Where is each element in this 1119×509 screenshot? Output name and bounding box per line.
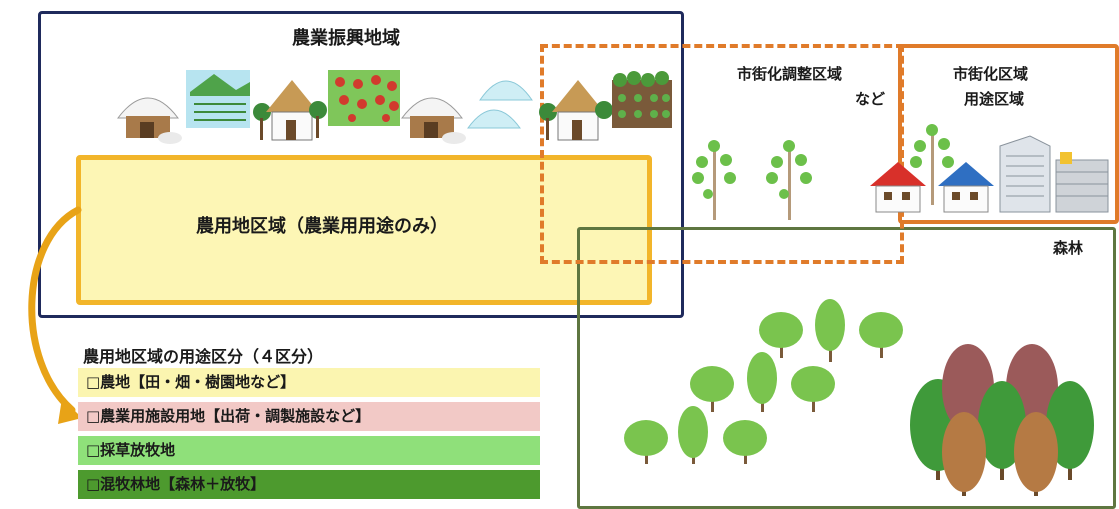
farmland-zone: [76, 155, 652, 305]
conifer-tree-icon: [678, 406, 708, 464]
category-farmland: □農地【田・畑・樹園地など】: [78, 368, 540, 397]
categories-title: 農用地区域の用途区分（４区分）: [83, 347, 324, 366]
category-pasture: □採草放牧地: [78, 436, 540, 465]
conifer-tree-icon: [747, 352, 777, 412]
farmland-label: 農用地区域（農業用用途のみ）: [196, 216, 448, 237]
young-tree-icon: [766, 140, 812, 220]
urbanization-control-sublabel: など: [855, 90, 886, 108]
farmhouse-icon: [539, 80, 613, 141]
young-tree-icon: [910, 124, 954, 205]
farmhouse-icon: [253, 80, 327, 141]
urbanization-label: 市街化区域: [953, 65, 1029, 83]
round-tree-icon: [759, 312, 803, 358]
thatched-house-icon: [400, 97, 466, 144]
curved-arrow-icon: [28, 206, 82, 424]
agricultural-promotion-label: 農業振興地域: [292, 28, 400, 49]
urbanization-sublabel: 用途区域: [964, 90, 1025, 108]
round-tree-icon: [723, 420, 767, 464]
orchard-icon: [328, 70, 400, 126]
conifer-tree-icon: [942, 412, 986, 496]
conifer-tree-icon: [815, 299, 845, 362]
round-tree-icon: [859, 312, 903, 358]
round-tree-icon: [690, 366, 734, 412]
young-tree-icon: [692, 140, 736, 220]
office-building-icon: [999, 135, 1051, 213]
conifer-tree-icon: [1014, 412, 1058, 496]
urbanization-zone: [898, 44, 1119, 224]
conifer-tree-icon: [978, 381, 1026, 480]
forest-label: 森林: [1053, 239, 1084, 257]
round-tree-icon: [791, 366, 835, 412]
greenhouse-icon: [467, 80, 533, 129]
round-tree-icon: [624, 420, 668, 464]
rice-paddy-icon: [186, 70, 250, 128]
urbanization-control-zone: [540, 44, 904, 264]
parking-building-icon: [1055, 152, 1109, 213]
category-facility-land: □農業用施設用地【出荷・調製施設など】: [78, 402, 540, 431]
vegetable-field-icon: [612, 71, 672, 128]
house-red-roof-icon: [870, 162, 926, 213]
thatched-house-icon: [116, 97, 182, 144]
house-blue-roof-icon: [938, 162, 994, 213]
category-forest-pasture: □混牧林地【森林＋放牧】: [78, 470, 540, 499]
agricultural-promotion-zone: [38, 11, 684, 318]
conifer-tree-icon: [1046, 381, 1094, 480]
urbanization-control-label: 市街化調整区域: [737, 65, 843, 83]
